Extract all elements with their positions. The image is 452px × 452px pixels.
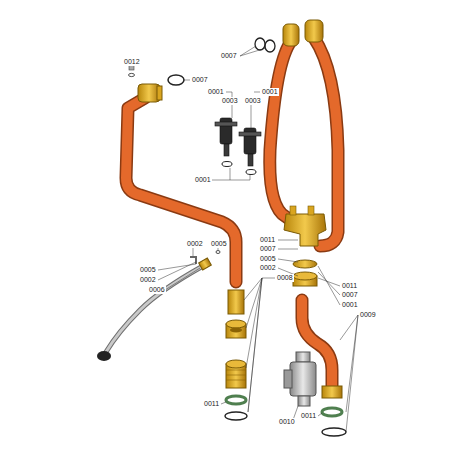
callout-number: 0008	[276, 274, 294, 282]
callout-number: 0002	[186, 240, 204, 248]
callout-number: 0009	[359, 311, 377, 319]
callout-number: 0011	[203, 400, 220, 408]
callout-number: 0011	[300, 412, 317, 420]
callout-number: 0012	[123, 58, 141, 66]
callout-number: 0005	[259, 255, 277, 263]
callout-number: 0011	[341, 282, 358, 290]
callout-number: 0002	[259, 264, 277, 272]
callout-number: 0001	[261, 88, 279, 96]
callout-number: 0007	[341, 291, 359, 299]
callout-number: 0003	[244, 97, 262, 105]
callout-number: 0011	[259, 236, 276, 244]
callout-number: 0005	[139, 266, 157, 274]
callout-number: 0007	[191, 76, 209, 84]
callout-number: 0002	[139, 276, 157, 284]
callout-number: 0007	[220, 52, 238, 60]
callout-number: 0010	[278, 418, 296, 426]
callout-number: 0001	[341, 301, 359, 309]
callout-number: 0001	[207, 88, 225, 96]
callout-number: 0003	[221, 97, 239, 105]
callout-number: 0006	[148, 286, 166, 294]
callout-number: 0005	[210, 240, 228, 248]
callout-number: 0001	[194, 176, 212, 184]
callout-number: 0007	[259, 245, 277, 253]
